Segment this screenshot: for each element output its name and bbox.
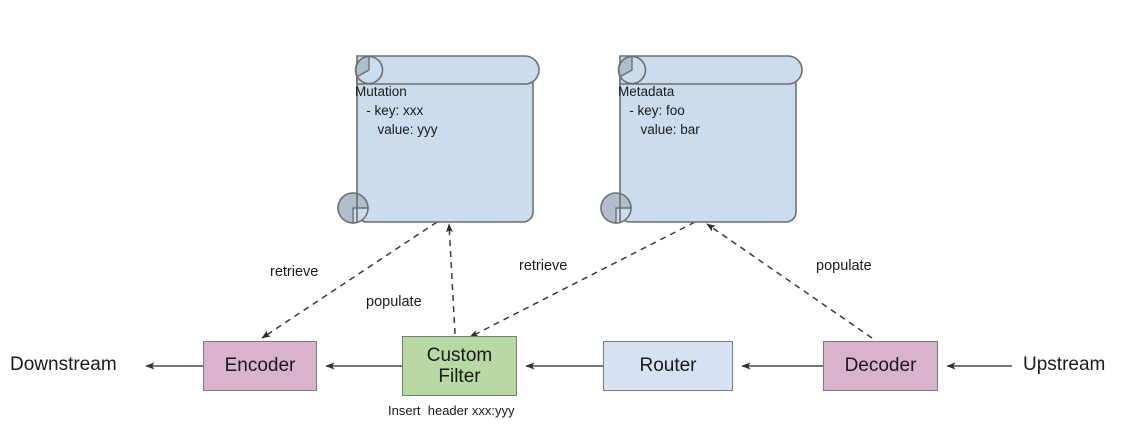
edge-label-retrieve-left: retrieve — [270, 264, 319, 280]
edge-retrieve-mutation-to-encoder — [261, 221, 438, 339]
label-upstream: Upstream — [1023, 354, 1106, 375]
edge-label-retrieve-right: retrieve — [519, 258, 568, 274]
edge-retrieve-metadata-to-filter — [469, 221, 696, 338]
node-encoder[interactable]: Encoder — [203, 341, 317, 391]
node-router-label: Router — [639, 355, 697, 377]
edge-populate-filter-to-mutation — [445, 223, 456, 335]
node-router[interactable]: Router — [603, 341, 733, 391]
scroll-mutation: Mutation - key: xxx value: yyy — [333, 44, 543, 224]
node-custom-filter-label: Custom Filter — [426, 344, 493, 387]
node-decoder[interactable]: Decoder — [823, 341, 938, 391]
edge-label-populate-right: populate — [816, 258, 872, 274]
note-insert-header: Insert header xxx:yyy — [388, 403, 515, 418]
label-downstream: Downstream — [10, 354, 117, 375]
node-encoder-label: Encoder — [224, 355, 296, 377]
scroll-metadata-text: Metadata - key: foo value: bar — [618, 84, 700, 138]
edge-populate-decoder-to-metadata — [706, 223, 873, 339]
scroll-mutation-text: Mutation - key: xxx value: yyy — [355, 84, 438, 138]
node-decoder-label: Decoder — [844, 355, 917, 377]
node-custom-filter[interactable]: Custom Filter — [402, 336, 517, 396]
scroll-metadata: Metadata - key: foo value: bar — [596, 44, 806, 224]
edge-label-populate-left: populate — [366, 294, 422, 310]
